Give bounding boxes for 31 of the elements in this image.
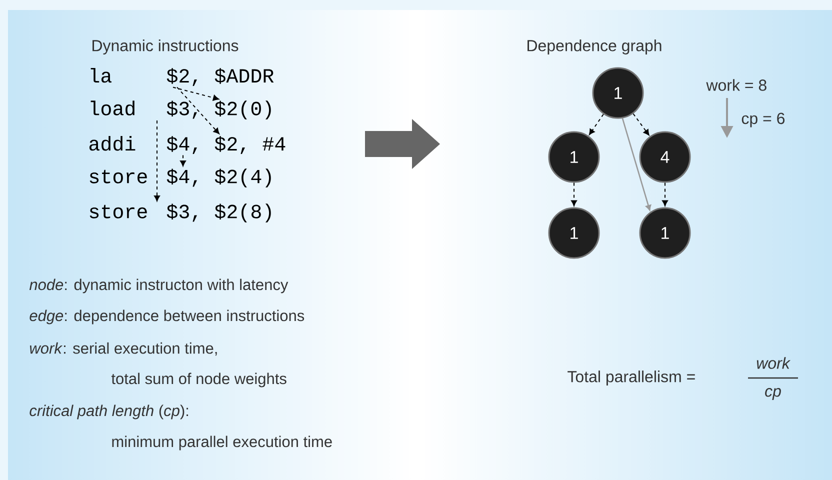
fraction-numerator: work <box>756 357 791 369</box>
section-title: Dynamic instructions <box>92 40 238 54</box>
graph-node: 1 <box>592 67 644 119</box>
definition-text: minimum parallel execution time <box>112 436 332 450</box>
instruction-line: addi $4, $2, #4 <box>89 136 286 154</box>
formula-text: Total parallelism = <box>568 370 695 386</box>
graph-node: 1 <box>548 207 600 259</box>
arrow <box>154 120 160 202</box>
arrow <box>622 118 652 211</box>
arrow <box>176 86 220 134</box>
instruction-line: store $3, $2(8) <box>90 204 271 222</box>
instruction-line: load $3, $2(0) <box>90 100 271 120</box>
graph-node: 1 <box>548 131 600 183</box>
arrow <box>180 154 186 166</box>
arrow <box>571 182 577 206</box>
arrow <box>662 182 668 206</box>
arrow <box>632 113 650 136</box>
definition-text: total sum of node weights <box>111 372 286 388</box>
metric-label: cp = 6 <box>742 112 785 128</box>
instruction-line: store $4, $2(4) <box>90 168 271 188</box>
metric-label: work = 8 <box>706 79 766 91</box>
arrow <box>172 86 219 101</box>
definition-text: edge: dependence between instructions <box>30 310 304 324</box>
definition-text: work: serial execution time, <box>30 342 217 356</box>
definition-text: node: dynamic instructon with latency <box>29 278 288 294</box>
definition-text: critical path length (cp): <box>30 404 188 420</box>
graph-node: 4 <box>639 131 691 183</box>
graph-node: 1 <box>639 207 691 259</box>
instruction-line: la $2, $ADDR <box>90 68 274 86</box>
arrow <box>589 114 604 135</box>
fraction-denominator: cp <box>765 388 781 400</box>
